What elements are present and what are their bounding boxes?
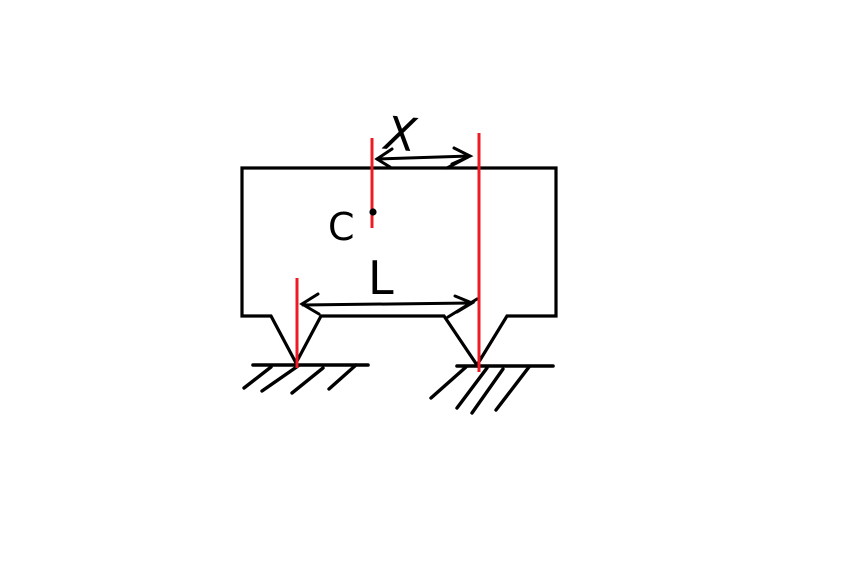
center-of-mass-dot <box>369 208 377 216</box>
x-arrow-head-left <box>374 147 394 169</box>
hatch-line <box>429 365 468 400</box>
ink-layer <box>240 146 558 415</box>
hatch-line <box>242 365 273 390</box>
hatch-line <box>455 366 489 410</box>
x-arrow-head-flick <box>445 155 470 170</box>
ground-hatching-left <box>242 363 358 395</box>
hatch-line <box>470 367 505 415</box>
x-dimension-arrow <box>374 146 474 170</box>
hatch-line <box>327 363 358 391</box>
hatch-line <box>260 364 300 393</box>
l-arrow-line <box>301 301 473 307</box>
ground-hatching-right <box>429 365 531 415</box>
x-arrow-line <box>375 154 472 161</box>
l-distance-label: L <box>368 251 394 305</box>
l-arrow-head-flick <box>446 297 479 319</box>
x-distance-label: X <box>381 106 421 163</box>
hatch-line <box>290 366 325 395</box>
center-of-mass-label: C <box>328 205 355 249</box>
l-dimension-arrow <box>299 292 479 319</box>
rigid-body-outline <box>240 166 558 368</box>
hatch-line <box>494 365 531 412</box>
labels-layer: C X L <box>328 106 420 305</box>
l-arrow-head-left <box>299 292 321 316</box>
